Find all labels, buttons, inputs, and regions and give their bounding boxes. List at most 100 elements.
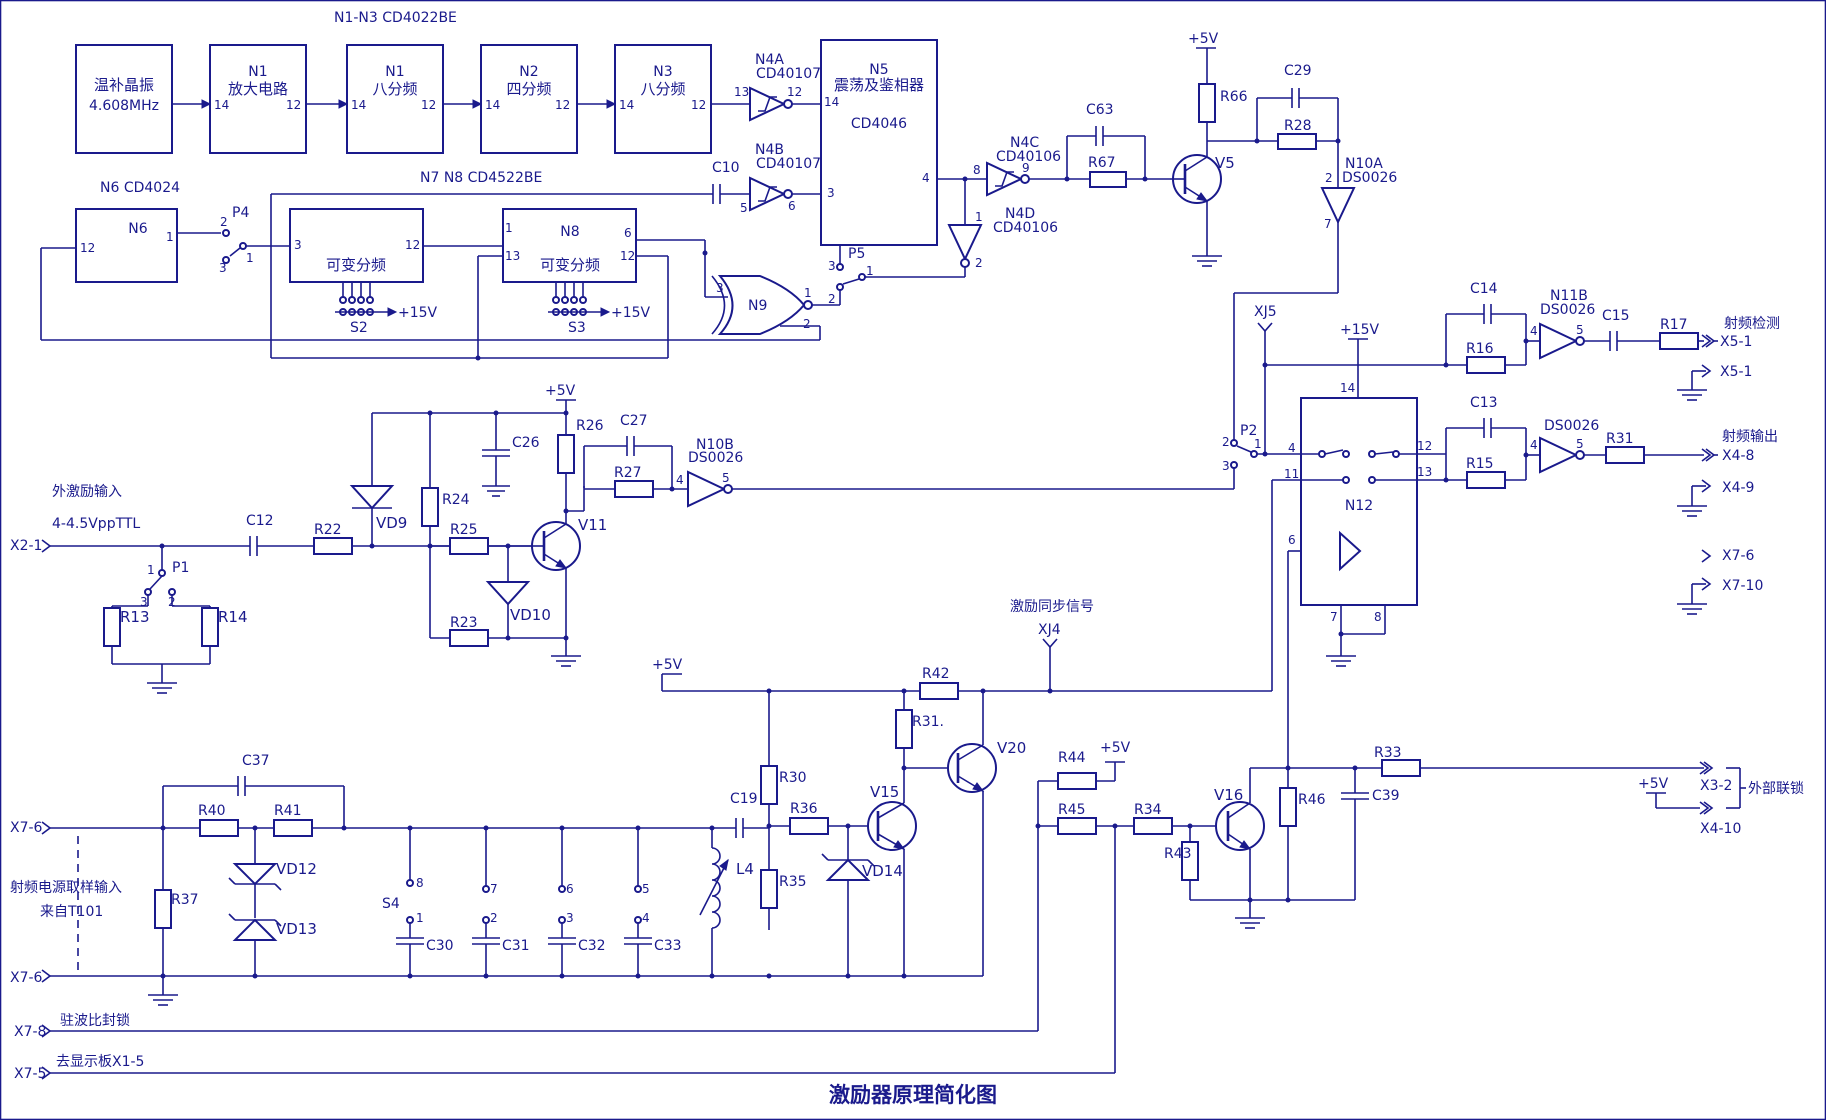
svg-text:3: 3 bbox=[140, 595, 148, 609]
n7-n8-part-note: N7 N8 CD4522BE bbox=[420, 170, 542, 186]
v5-transistor: V5 bbox=[1170, 141, 1235, 252]
divider-part-note: N1-N3 CD4022BE bbox=[334, 10, 457, 26]
c27-r27-n10b: C27 R27 N10B DS0026 4 5 bbox=[583, 413, 1235, 511]
svg-text:去显示板X1-5: 去显示板X1-5 bbox=[56, 1054, 144, 1070]
svg-text:+5V: +5V bbox=[545, 383, 576, 399]
svg-text:2: 2 bbox=[975, 256, 983, 270]
svg-text:12: 12 bbox=[286, 98, 301, 112]
svg-text:N1: N1 bbox=[248, 64, 267, 80]
svg-text:R24: R24 bbox=[442, 492, 470, 508]
svg-text:7: 7 bbox=[1330, 610, 1338, 624]
svg-text:R23: R23 bbox=[450, 615, 478, 631]
svg-text:+15V: +15V bbox=[1340, 322, 1380, 338]
v15-v20-stage: R31. V20 R30 R35 R36 VD14 bbox=[760, 691, 1026, 976]
svg-text:CD40107: CD40107 bbox=[756, 156, 821, 172]
n1-divide8-block: N1 八分频 14 12 bbox=[346, 44, 444, 154]
svg-text:VD9: VD9 bbox=[376, 514, 407, 532]
svg-text:射频电源取样输入: 射频电源取样输入 bbox=[10, 880, 122, 896]
svg-text:XJ5: XJ5 bbox=[1254, 304, 1277, 320]
ground-v5 bbox=[1192, 252, 1222, 267]
svg-text:CD4046: CD4046 bbox=[851, 116, 907, 132]
svg-text:X7-6: X7-6 bbox=[10, 820, 43, 836]
svg-text:3: 3 bbox=[828, 259, 836, 273]
svg-text:射频检测: 射频检测 bbox=[1724, 316, 1780, 332]
diagram-title: 激励器原理简化图 bbox=[829, 1083, 997, 1107]
n9-nor-gate: N9 3 1 2 bbox=[636, 239, 841, 340]
n12-ic: N12 +15V 14 4 11 12 13 6 7 8 bbox=[1271, 322, 1432, 768]
svg-text:R44: R44 bbox=[1058, 750, 1086, 766]
svg-text:X7-6: X7-6 bbox=[1722, 548, 1755, 564]
svg-text:4: 4 bbox=[922, 171, 930, 185]
svg-text:XJ4: XJ4 bbox=[1038, 622, 1061, 638]
c63-r67-network: C63 R67 bbox=[1064, 102, 1170, 188]
svg-text:R31.: R31. bbox=[912, 714, 944, 730]
svg-text:R33: R33 bbox=[1374, 745, 1402, 761]
n1-amplifier-block: N1 放大电路 14 12 bbox=[209, 44, 307, 154]
svg-text:C27: C27 bbox=[620, 413, 648, 429]
svg-text:R22: R22 bbox=[314, 522, 342, 538]
svg-text:X4-9: X4-9 bbox=[1722, 480, 1754, 496]
svg-text:6: 6 bbox=[788, 199, 796, 213]
svg-text:可变分频: 可变分频 bbox=[540, 256, 600, 274]
svg-text:X7-8: X7-8 bbox=[14, 1024, 46, 1040]
svg-text:5: 5 bbox=[642, 882, 650, 896]
svg-text:4: 4 bbox=[1530, 438, 1538, 452]
v16-lock-stage: X7-8 驻波比封锁 X7-5 去显示板X1-5 R44 +5V R45 R34… bbox=[14, 740, 1704, 1082]
svg-text:5: 5 bbox=[1576, 323, 1584, 337]
svg-text:V16: V16 bbox=[1214, 786, 1243, 804]
svg-text:+15V: +15V bbox=[611, 305, 651, 321]
osc-label: 温补晶振 bbox=[94, 76, 154, 94]
svg-text:C37: C37 bbox=[242, 753, 270, 769]
svg-text:DS0026: DS0026 bbox=[1544, 418, 1599, 434]
svg-text:DS0026: DS0026 bbox=[1540, 302, 1595, 318]
svg-text:R45: R45 bbox=[1058, 802, 1086, 818]
svg-text:R27: R27 bbox=[614, 465, 642, 481]
svg-text:C39: C39 bbox=[1372, 788, 1400, 804]
svg-text:可变分频: 可变分频 bbox=[326, 256, 386, 274]
svg-text:2: 2 bbox=[490, 911, 498, 925]
svg-text:4: 4 bbox=[676, 473, 684, 487]
svg-text:+15V: +15V bbox=[398, 305, 438, 321]
chain-arrows bbox=[172, 99, 750, 109]
svg-text:X7-6: X7-6 bbox=[10, 970, 43, 986]
svg-text:N10A: N10A bbox=[1345, 156, 1383, 172]
svg-text:1: 1 bbox=[166, 230, 174, 244]
svg-text:1: 1 bbox=[416, 911, 424, 925]
svg-text:X5-1: X5-1 bbox=[1720, 364, 1752, 380]
svg-text:2: 2 bbox=[1222, 435, 1230, 449]
svg-text:R16: R16 bbox=[1466, 341, 1494, 357]
svg-text:VD10: VD10 bbox=[510, 606, 551, 624]
svg-text:3: 3 bbox=[566, 911, 574, 925]
svg-text:VD14: VD14 bbox=[862, 862, 903, 880]
svg-text:2: 2 bbox=[220, 215, 228, 229]
svg-text:12: 12 bbox=[620, 249, 635, 263]
n3-divide8-block: N3 八分频 14 12 bbox=[614, 44, 712, 154]
svg-text:C14: C14 bbox=[1470, 281, 1498, 297]
svg-text:S2: S2 bbox=[350, 320, 368, 336]
svg-text:1: 1 bbox=[1254, 437, 1262, 451]
p4-jumper: P4 2 3 1 bbox=[219, 205, 290, 275]
svg-text:C12: C12 bbox=[246, 513, 274, 529]
svg-text:激励同步信号: 激励同步信号 bbox=[1010, 598, 1094, 615]
s4-capacitor-bank: S4 8 1 C30 7 2 C31 6 3 C32 5 4 C33 bbox=[382, 825, 682, 979]
svg-text:N3: N3 bbox=[653, 64, 672, 80]
svg-text:12: 12 bbox=[555, 98, 570, 112]
svg-text:2: 2 bbox=[803, 317, 811, 331]
svg-text:1: 1 bbox=[975, 210, 983, 224]
svg-text:12: 12 bbox=[80, 241, 95, 255]
svg-text:7: 7 bbox=[1324, 217, 1332, 231]
n4b-schmitt-inverter: C10 N4B CD40107 5 6 bbox=[271, 142, 821, 215]
rf-detect-chain: C14 R16 N11B DS0026 4 5 C15 R17 射频检测 X5-… bbox=[1445, 281, 1780, 401]
svg-text:P1: P1 bbox=[172, 560, 189, 576]
svg-text:+5V: +5V bbox=[1100, 740, 1131, 756]
svg-text:射频输出: 射频输出 bbox=[1722, 429, 1778, 445]
svg-text:R31: R31 bbox=[1606, 431, 1634, 447]
svg-text:X7-5: X7-5 bbox=[14, 1066, 46, 1082]
svg-text:5: 5 bbox=[722, 471, 730, 485]
svg-text:C32: C32 bbox=[578, 938, 606, 954]
p2-jumper: P2 2 3 1 bbox=[1222, 423, 1301, 473]
x7-6-x7-10-connectors: X7-6 X7-10 bbox=[1677, 548, 1763, 615]
svg-text:R13: R13 bbox=[120, 608, 150, 626]
svg-text:C29: C29 bbox=[1284, 63, 1312, 79]
svg-text:12: 12 bbox=[691, 98, 706, 112]
